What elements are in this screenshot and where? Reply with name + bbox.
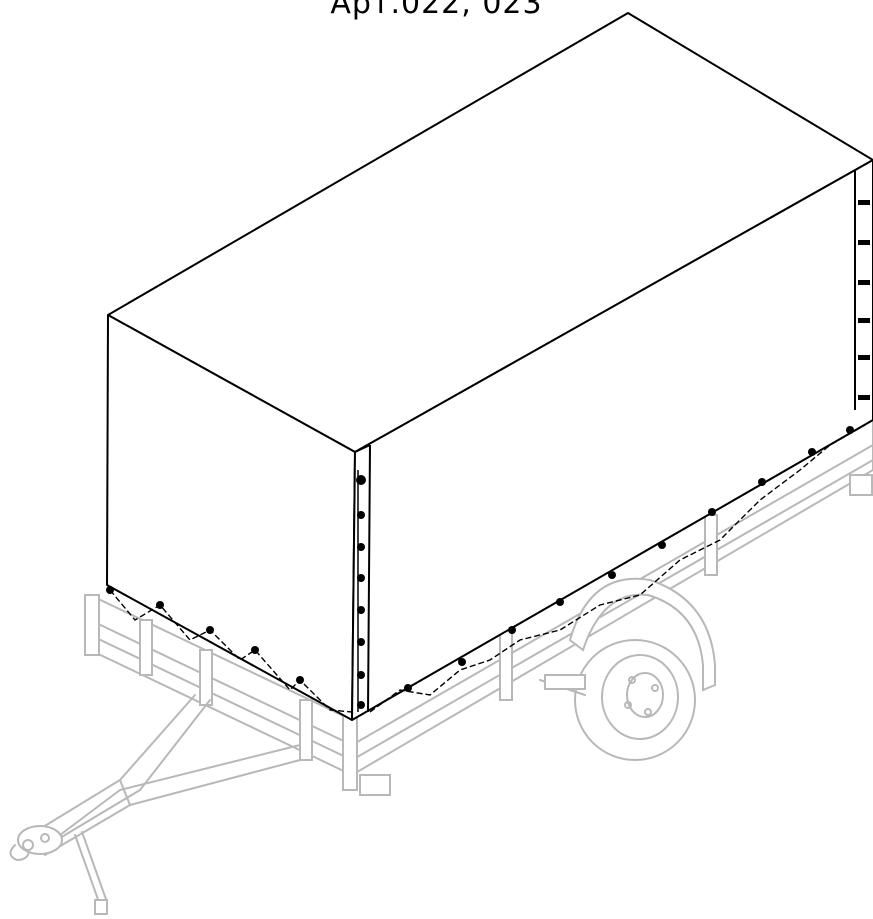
support-leg-icon xyxy=(74,831,108,915)
figure-caption: Арт.022, 023 xyxy=(330,0,543,21)
tarpaulin-cover-icon xyxy=(106,12,873,721)
hitch-icon xyxy=(9,694,301,861)
front-flap-buckles xyxy=(356,470,366,712)
tie-down-rope xyxy=(106,424,866,713)
rear-flap-buckles xyxy=(858,200,870,400)
wheel-icon xyxy=(539,577,716,761)
